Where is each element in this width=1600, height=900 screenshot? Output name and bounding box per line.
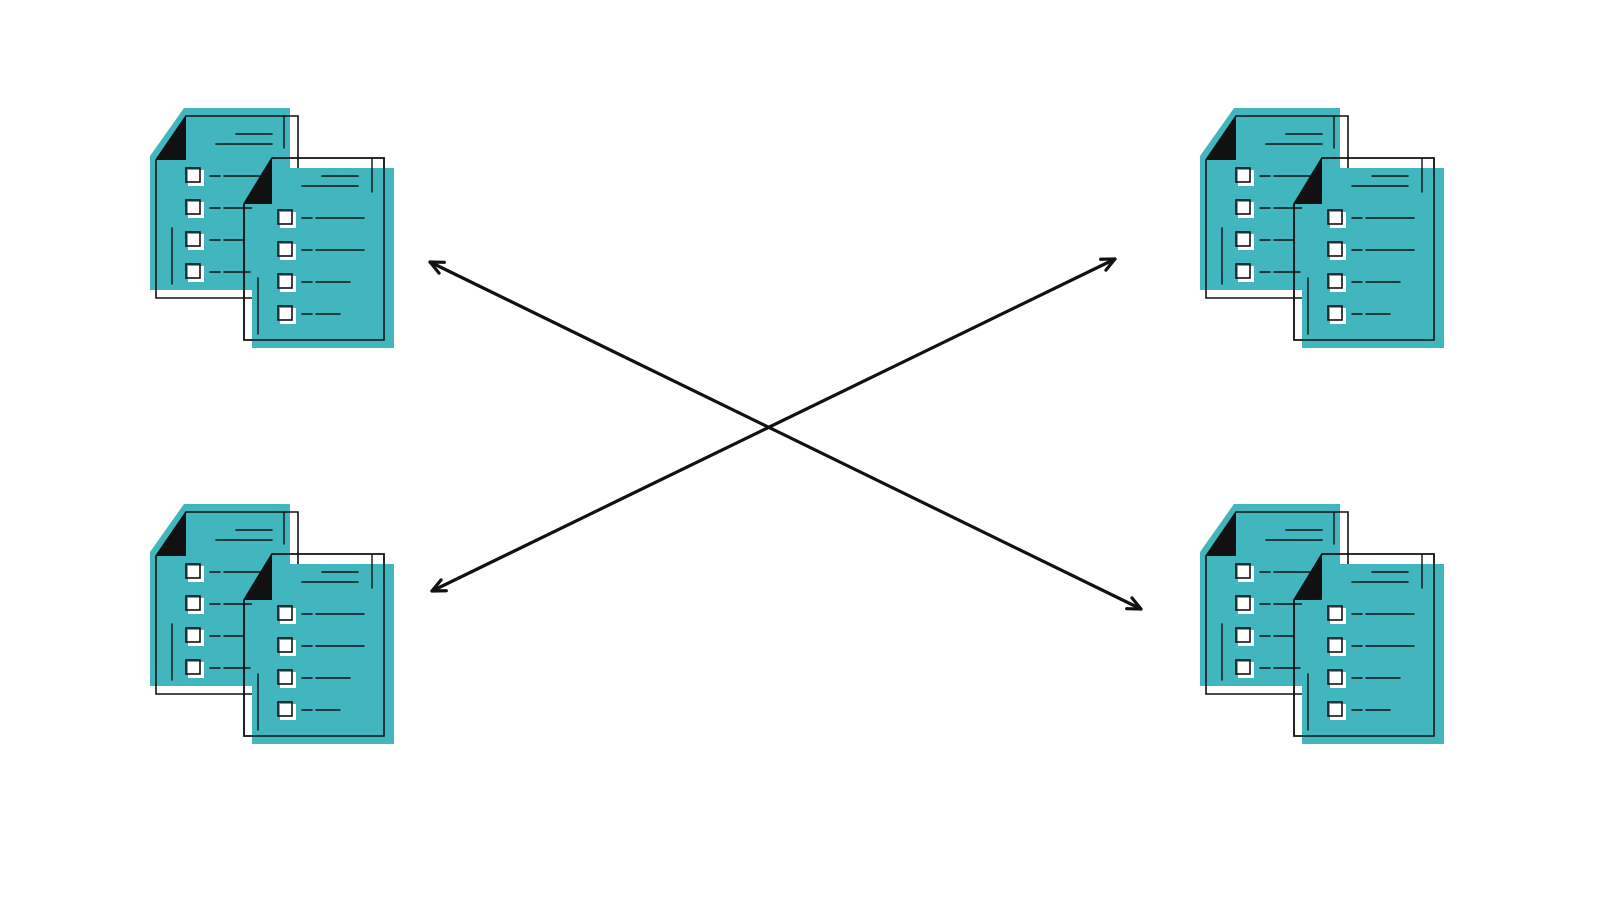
arrowhead-icon bbox=[428, 260, 446, 275]
arrowhead-icon bbox=[1125, 596, 1143, 611]
bidirectional-arrow-top-left-bottom-right bbox=[428, 260, 1143, 611]
checklist-documents-icon bbox=[149, 503, 395, 745]
checklist-documents-icon bbox=[1199, 107, 1445, 349]
arrowhead-icon bbox=[1099, 257, 1117, 272]
checklist-documents-icon bbox=[1199, 503, 1445, 745]
checklist-documents-icon bbox=[149, 107, 395, 349]
bidirectional-arrow-bottom-left-top-right bbox=[430, 257, 1117, 593]
arrowhead-icon bbox=[430, 578, 448, 593]
